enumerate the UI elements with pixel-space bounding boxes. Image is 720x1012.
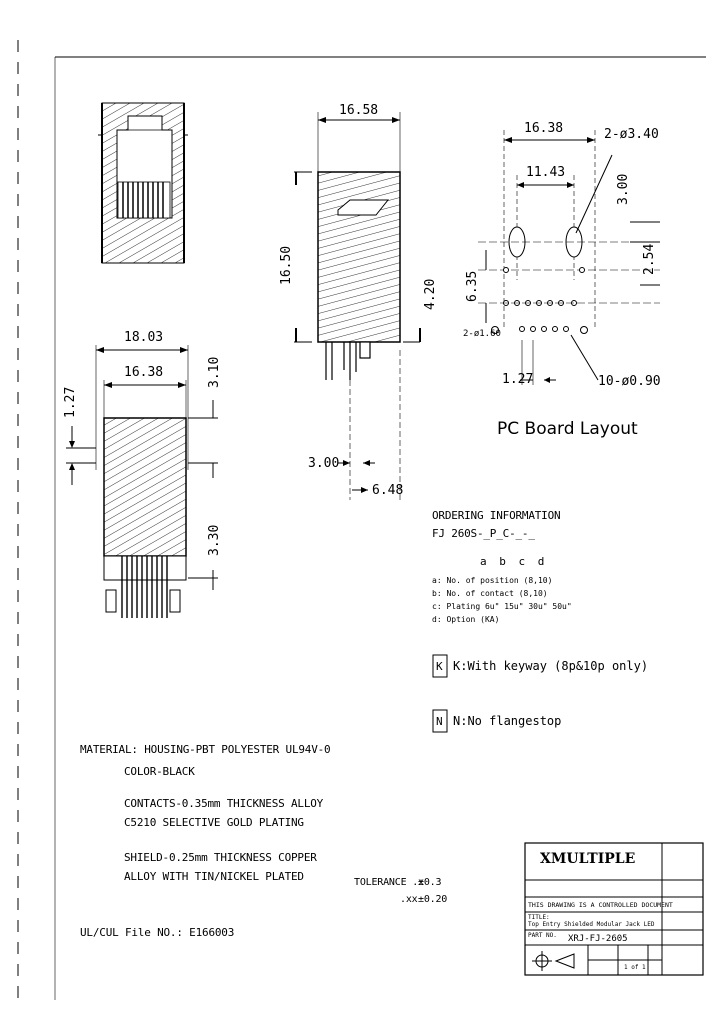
dim-16-58: 16.58 (339, 103, 379, 118)
dim-6-48: 6.48 (372, 483, 404, 498)
pcb-dim-pin090: 10-ø0.90 (598, 374, 661, 389)
title-block (524, 842, 704, 976)
controlled-doc: THIS DRAWING IS A CONTROLLED DOCUMENT (528, 901, 673, 909)
pcb-dim-2-54: 2.54 (642, 243, 657, 275)
ordering-title: ORDERING INFORMATION (432, 509, 561, 522)
pcb-dim-hole: 2-ø3.40 (604, 127, 659, 142)
part-label: PART NO. (528, 932, 557, 939)
bottom-view (66, 345, 218, 618)
dim-3-10: 3.10 (207, 356, 222, 388)
dim-18-03: 18.03 (124, 330, 164, 345)
pcb-dim-11-43: 11.43 (526, 165, 566, 180)
tolerance-label: TOLERANCE .x (354, 877, 424, 888)
ordering-b: b: No. of contact (8,10) (432, 589, 548, 598)
title-label: TITLE: (528, 914, 550, 921)
dim-1-27: 1.27 (63, 386, 78, 418)
ul-file: UL/CUL File NO.: E166003 (80, 926, 235, 939)
pcb-layout (478, 130, 660, 385)
k-option-text: K:With keyway (8p&10p only) (453, 659, 649, 673)
n-option-text: N:No flangestop (453, 714, 562, 728)
front-view (98, 102, 188, 264)
part-number: XRJ-FJ-2605 (568, 934, 628, 944)
pcb-dim-pin160: 2-ø1.60 (463, 329, 501, 339)
ordering-letters: a b c d (480, 555, 548, 568)
dim-3-00: 3.00 (308, 456, 340, 471)
shield-line2: ALLOY WITH TIN/NICKEL PLATED (124, 870, 304, 883)
dim-4-20: 4.20 (423, 278, 438, 310)
shield-line1: SHIELD-0.25mm THICKNESS COPPER (124, 851, 317, 864)
sheet-number: 1 of 1 (624, 964, 646, 971)
dim-3-30: 3.30 (207, 524, 222, 556)
material-line1: MATERIAL: HOUSING-PBT POLYESTER UL94V-0 (80, 743, 331, 756)
k-mark: K (436, 660, 443, 673)
k-option-box (432, 654, 448, 678)
pcb-dim-16-38: 16.38 (524, 121, 564, 136)
contacts-line1: CONTACTS-0.35mm THICKNESS ALLOY (124, 797, 324, 810)
dim-16-38: 16.38 (124, 365, 164, 380)
company-logo: XMULTIPLE (540, 851, 636, 867)
ordering-a: a: No. of position (8,10) (432, 576, 553, 585)
n-mark: N (436, 715, 443, 728)
pcb-dim-1-27: 1.27 (502, 372, 534, 387)
tolerance-v2: ±0.20 (418, 894, 448, 905)
dim-16-50: 16.50 (279, 245, 294, 285)
material-line2: COLOR-BLACK (124, 765, 195, 778)
tolerance-v1: ±0.3 (418, 877, 442, 888)
contacts-line2: C5210 SELECTIVE GOLD PLATING (124, 816, 304, 829)
ordering-code: FJ 260S-_P_C-_-_ (432, 527, 535, 540)
pcb-dim-3-00: 3.00 (616, 173, 631, 205)
pcb-layout-title: PC Board Layout (497, 419, 638, 439)
n-option-box (432, 709, 448, 733)
drawing-title: Top Entry Shielded Modular Jack LED (528, 921, 655, 928)
ordering-c: c: Plating 6u" 15u" 30u" 50u" (432, 602, 572, 611)
ordering-d: d: Option (KA) (432, 615, 500, 624)
tolerance-label2: .xx (400, 894, 418, 905)
side-view (294, 112, 421, 500)
pcb-dim-6-35: 6.35 (465, 270, 480, 302)
